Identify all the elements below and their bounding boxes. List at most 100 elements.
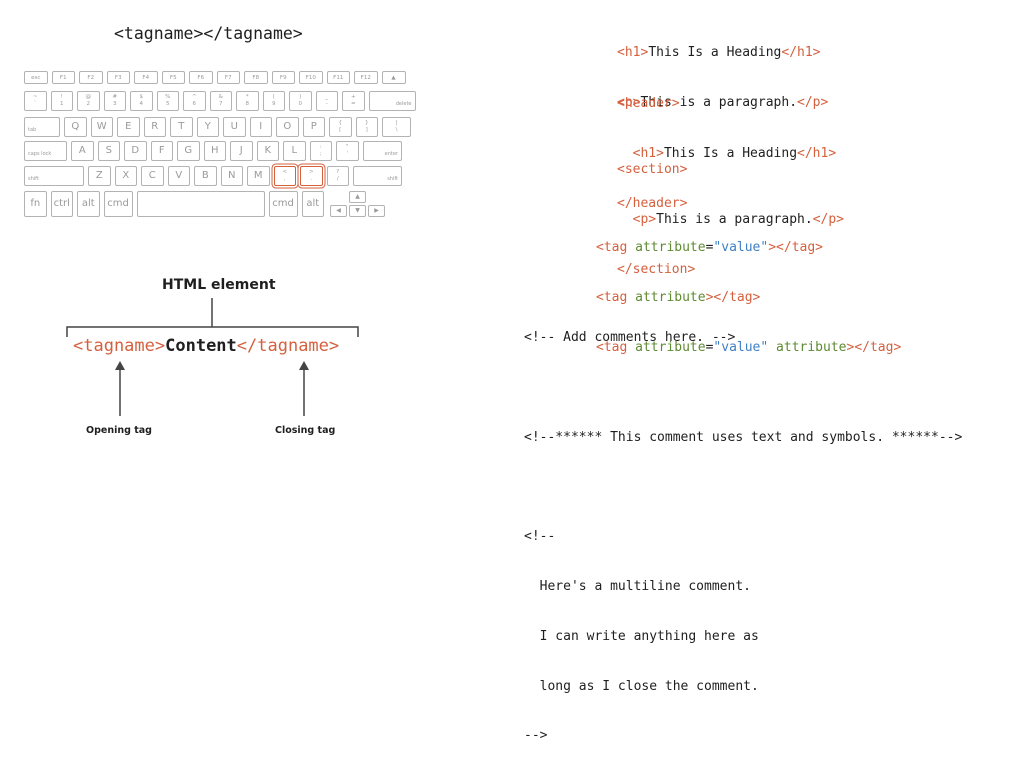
opening-tag-label: Opening tag [86, 425, 152, 436]
code-line-header-h1: <h1>This Is a Heading</h1> [632, 145, 837, 161]
key-_: _- [315, 91, 338, 111]
code-header-block: <header> <h1>This Is a Heading</h1> </he… [617, 63, 836, 229]
key-F3: F3 [106, 71, 130, 84]
key-|: |\ [382, 117, 411, 137]
key-caps-lock: caps lock [24, 141, 67, 161]
key-M: M [247, 166, 270, 186]
comment-line: I can write anything here as [524, 628, 759, 644]
key-F7: F7 [216, 71, 240, 84]
key-P: P [302, 117, 325, 137]
key-F2: F2 [79, 71, 103, 84]
code-line-h1: <h1>This Is a Heading</h1> [617, 45, 821, 61]
comment-line [524, 380, 962, 397]
key-▲: ▲ [381, 71, 406, 84]
code-line-section-close: </section> [617, 261, 696, 277]
code-attributes: <tag attribute="value"></tag> <tag attri… [596, 207, 901, 373]
key-tab: tab [24, 117, 60, 137]
key->: >. [300, 166, 323, 186]
opening-arrow-head [115, 361, 125, 370]
html-element-example: <tagname>Content</tagname> [73, 336, 339, 356]
comment-line: long as I close the comment. [524, 678, 759, 694]
key-F: F [150, 141, 173, 161]
key-▲: ▲ [349, 191, 366, 203]
key-F10: F10 [299, 71, 323, 84]
element-open-tag: <tagname> [73, 336, 166, 356]
code-line-attr-2: <tag attribute></tag> [596, 289, 761, 305]
diagram-title: HTML element [162, 277, 276, 293]
comment-line: <!-- Add comments here. --> [524, 330, 736, 346]
key-~: ~` [24, 91, 47, 111]
key-W: W [90, 117, 113, 137]
key-F9: F9 [271, 71, 295, 84]
key-U: U [223, 117, 246, 137]
key-E: E [117, 117, 140, 137]
key-(: (9 [262, 91, 285, 111]
key-#: #3 [103, 91, 126, 111]
key-◀: ◀ [330, 205, 347, 217]
open-tag-text: <tagname> [114, 24, 204, 43]
key-alt: alt [301, 191, 324, 217]
key-": "' [336, 141, 359, 161]
key-&: &7 [209, 91, 232, 111]
key-T: T [170, 117, 193, 137]
key-F4: F4 [134, 71, 158, 84]
comment-line [524, 480, 962, 497]
key-shift: shift [24, 166, 84, 186]
code-line-header-close: </header> [617, 195, 688, 211]
diagram-lines [66, 298, 359, 416]
key-F8: F8 [244, 71, 268, 84]
code-line-header-open: <header> [617, 96, 680, 112]
key-N: N [220, 166, 243, 186]
key-K: K [256, 141, 279, 161]
key-<: <, [273, 166, 296, 186]
key-*: *8 [236, 91, 259, 111]
key-!: !1 [50, 91, 73, 111]
key-{: {[ [329, 117, 352, 137]
key-F1: F1 [51, 71, 75, 84]
key-Q: Q [64, 117, 87, 137]
key-Y: Y [196, 117, 219, 137]
code-line-attr-1: <tag attribute="value"></tag> [596, 240, 824, 256]
key-L: L [283, 141, 306, 161]
key-@: @2 [77, 91, 100, 111]
key-S: S [97, 141, 120, 161]
key-B: B [194, 166, 217, 186]
key-O: O [276, 117, 299, 137]
comment-line: <!-- [524, 529, 556, 545]
code-line-attr-3: <tag attribute="value" attribute></tag> [596, 339, 902, 355]
key-alt: alt [77, 191, 100, 217]
key-): )0 [289, 91, 312, 111]
key-}: }] [355, 117, 378, 137]
key-$: $4 [130, 91, 153, 111]
key-%: %5 [156, 91, 179, 111]
key-F12: F12 [354, 71, 378, 84]
key-fn: fn [24, 191, 47, 217]
key-X: X [114, 166, 137, 186]
key-V: V [167, 166, 190, 186]
code-heading-paragraph: <h1>This Is a Heading</h1> <p>This is a … [617, 12, 828, 128]
key-space [136, 191, 265, 217]
code-line-section-open: <section> [617, 162, 688, 178]
key-delete: delete [368, 91, 416, 111]
code-line-p: <p>This is a paragraph.</p> [617, 94, 829, 110]
key-H: H [203, 141, 226, 161]
key-enter: enter [362, 141, 402, 161]
key-:: :; [309, 141, 332, 161]
comment-line: Here's a multiline comment. [524, 579, 751, 595]
comment-line: --> [524, 728, 548, 744]
code-comments: <!-- Add comments here. --> <!--****** T… [524, 297, 962, 762]
key-G: G [177, 141, 200, 161]
key-^: ^6 [183, 91, 206, 111]
element-content: Content [165, 336, 237, 356]
key-F11: F11 [326, 71, 350, 84]
key-▶: ▶ [368, 205, 385, 217]
key-Z: Z [88, 166, 111, 186]
key-I: I [249, 117, 272, 137]
key-cmd: cmd [268, 191, 298, 217]
keyboard-caption-tags: <tagname></tagname> [114, 24, 303, 43]
element-close-tag: </tagname> [236, 336, 340, 356]
key-?: ?/ [326, 166, 349, 186]
key-+: += [342, 91, 365, 111]
key-F5: F5 [161, 71, 185, 84]
